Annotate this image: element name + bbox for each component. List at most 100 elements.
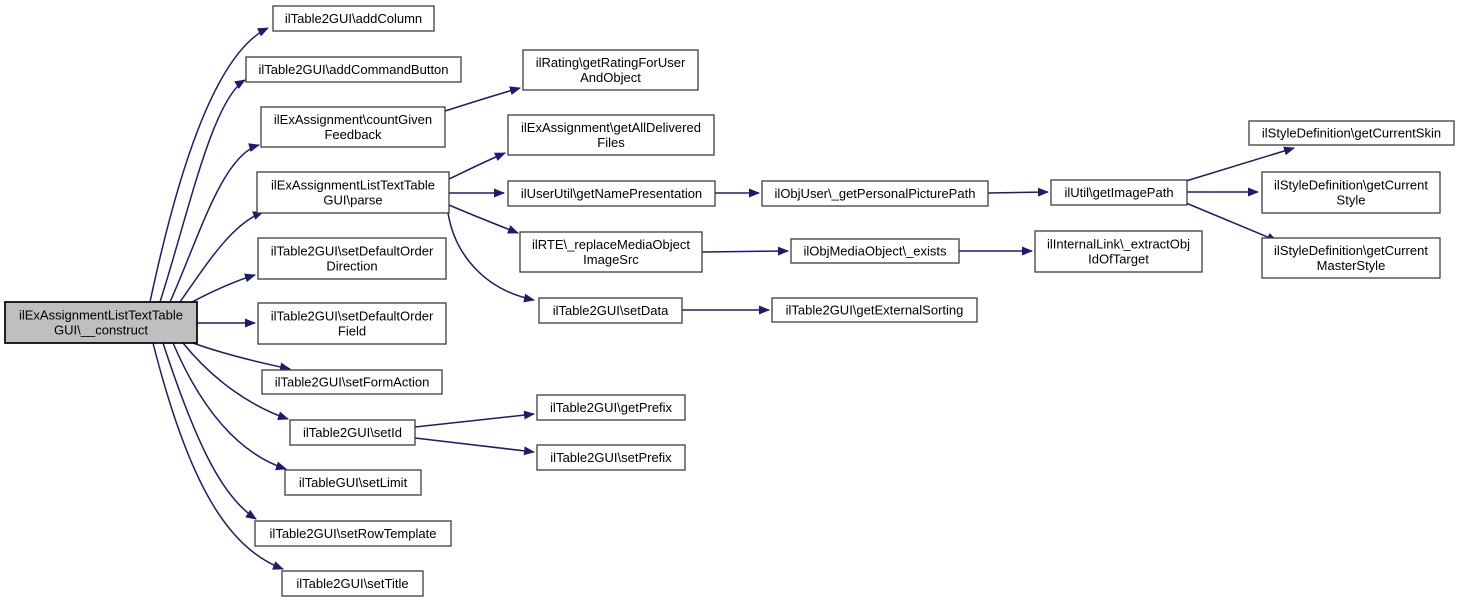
node-getCurrentSkin[interactable]: ilStyleDefinition\getCurrentSkin [1248, 120, 1455, 146]
node-label-line: ilInternalLink\_extractObj [1047, 237, 1190, 252]
node-label-line: Feedback [324, 127, 382, 142]
node-box-getPersonalPicturePath [761, 180, 989, 207]
node-box-setData [538, 297, 683, 324]
node-setRowTemplate[interactable]: ilTable2GUI\setRowTemplate [254, 520, 452, 547]
node-setFormAction[interactable]: ilTable2GUI\setFormAction [261, 369, 443, 395]
node-label-setId: ilTable2GUI\setId [303, 425, 402, 440]
edge-construct-to-addCommandButton [159, 79, 246, 303]
node-box-exists [790, 238, 960, 264]
edges-layer [149, 27, 1295, 570]
node-label-getCurrentSkin: ilStyleDefinition\getCurrentSkin [1262, 126, 1441, 141]
edge-construct-to-parse [179, 211, 264, 303]
edge-construct-to-setId [182, 342, 289, 421]
node-setData[interactable]: ilTable2GUI\setData [538, 297, 683, 324]
node-label-line: ilTable2GUI\setTitle [296, 576, 408, 591]
node-label-line: Direction [326, 259, 377, 274]
edge-construct-to-setFormAction [192, 342, 291, 372]
node-addColumn[interactable]: ilTable2GUI\addColumn [272, 5, 435, 32]
node-setPrefix[interactable]: ilTable2GUI\setPrefix [536, 444, 686, 471]
node-label-line: Style [1337, 193, 1366, 208]
node-label-setRowTemplate: ilTable2GUI\setRowTemplate [270, 526, 437, 541]
node-label-line: ilExAssignmentListTextTable [19, 308, 183, 323]
node-box-parse [256, 171, 450, 214]
node-label-line: ilTable2GUI\setId [303, 425, 402, 440]
node-getExternalSorting[interactable]: ilTable2GUI\getExternalSorting [771, 297, 978, 323]
node-label-line: ilObjUser\_getPersonalPicturePath [775, 186, 976, 201]
node-label-line: ilTable2GUI\addCommandButton [258, 62, 448, 77]
edge-construct-to-addColumn [149, 27, 269, 303]
node-label-getNamePresentation: ilUserUtil\getNamePresentation [521, 186, 702, 201]
node-label-setTitle: ilTable2GUI\setTitle [296, 576, 408, 591]
node-box-setLimit [284, 469, 422, 496]
node-label-line: AndObject [580, 70, 641, 85]
node-box-getImagePath [1050, 179, 1188, 206]
node-setId[interactable]: ilTable2GUI\setId [289, 419, 416, 446]
node-getNamePresentation[interactable]: ilUserUtil\getNamePresentation [507, 180, 716, 207]
node-box-getCurrentStyle [1261, 171, 1441, 214]
node-label-line: ilRTE\_replaceMediaObject [532, 237, 690, 252]
node-box-setPrefix [536, 444, 686, 471]
node-label-line: ilExAssignment\getAllDelivered [521, 120, 701, 135]
node-label-line: GUI\parse [323, 193, 382, 208]
node-label-line: ilTable2GUI\getExternalSorting [786, 303, 964, 318]
node-getImagePath[interactable]: ilUtil\getImagePath [1050, 179, 1188, 206]
node-box-getNamePresentation [507, 180, 716, 207]
node-box-extractObjIdOfTarget [1034, 230, 1203, 273]
node-label-setPrefix: ilTable2GUI\setPrefix [550, 450, 672, 465]
edge-parse-to-replaceMediaObjectImageSrc [448, 204, 519, 234]
node-label-line: ilTable2GUI\getPrefix [550, 400, 673, 415]
node-box-getCurrentSkin [1248, 120, 1455, 146]
node-label-line: ilTable2GUI\setRowTemplate [270, 526, 437, 541]
node-box-getPrefix [536, 394, 686, 421]
node-label-line: ImageSrc [583, 252, 639, 267]
node-label-line: MasterStyle [1317, 258, 1386, 273]
node-box-addCommandButton [245, 56, 462, 83]
node-label-line: Files [597, 135, 625, 150]
node-label-addColumn: ilTable2GUI\addColumn [285, 11, 422, 26]
node-setLimit[interactable]: ilTableGUI\setLimit [284, 469, 422, 496]
node-label-line: ilTable2GUI\setDefaultOrder [271, 244, 434, 259]
node-box-construct [4, 301, 198, 344]
node-getPrefix[interactable]: ilTable2GUI\getPrefix [536, 394, 686, 421]
node-label-line: Field [338, 324, 366, 339]
node-addCommandButton[interactable]: ilTable2GUI\addCommandButton [245, 56, 462, 83]
node-label-line: ilTableGUI\setLimit [299, 475, 408, 490]
edge-getImagePath-to-getCurrentMasterStyle [1185, 202, 1278, 242]
edge-construct-to-countGivenFeedback [169, 143, 260, 303]
node-getPersonalPicturePath[interactable]: ilObjUser\_getPersonalPicturePath [761, 180, 989, 207]
node-exists[interactable]: ilObjMediaObject\_exists [790, 238, 960, 264]
node-box-getAllDeliveredFiles [507, 114, 715, 156]
node-label-setData: ilTable2GUI\setData [553, 303, 669, 318]
edge-construct-to-setDefaultOrderDirection [191, 273, 256, 303]
node-label-line: ilExAssignmentListTextTable [271, 178, 435, 193]
node-box-setFormAction [261, 369, 443, 395]
node-label-line: ilTable2GUI\addColumn [285, 11, 422, 26]
node-setTitle[interactable]: ilTable2GUI\setTitle [281, 570, 424, 597]
node-box-getExternalSorting [771, 297, 978, 323]
node-label-line: ilStyleDefinition\getCurrentSkin [1262, 126, 1441, 141]
node-label-line: ilRating\getRatingForUser [536, 55, 686, 70]
edge-construct-to-setLimit [172, 342, 287, 471]
edge-parse-to-getAllDeliveredFiles [448, 152, 506, 180]
node-label-line: ilStyleDefinition\getCurrent [1274, 178, 1428, 193]
node-label-line: ilTable2GUI\setData [553, 303, 669, 318]
